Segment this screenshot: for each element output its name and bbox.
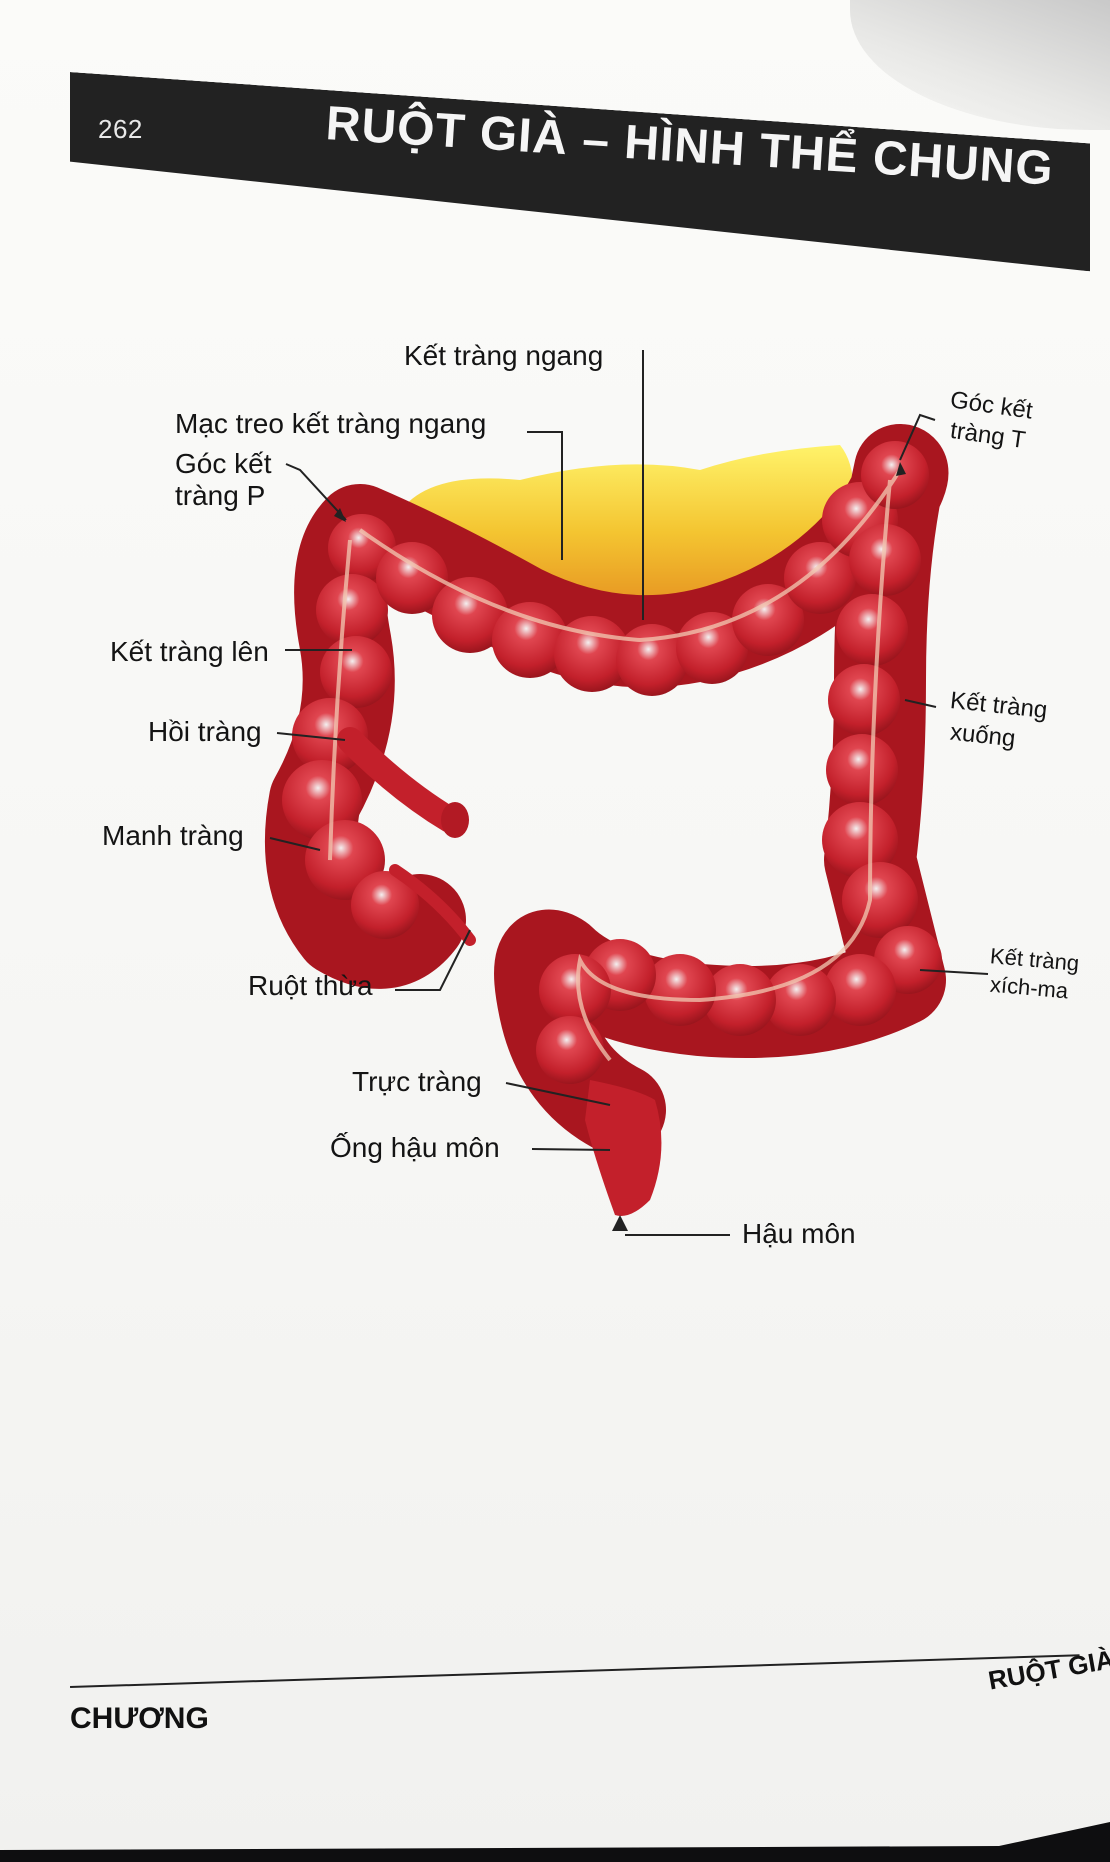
label-ascending-colon: Kết tràng lên	[110, 636, 269, 667]
label-appendix: Ruột thừa	[248, 970, 373, 1001]
taenia-coli	[328, 468, 902, 1062]
label-transverse-mesocolon: Mạc treo kết tràng ngang	[175, 408, 487, 439]
haustra	[282, 441, 942, 1084]
label-rectum: Trực tràng	[352, 1066, 482, 1097]
label-right-flexure-2: tràng P	[175, 480, 266, 511]
rectum-shape	[585, 1080, 662, 1216]
label-anal-canal: Ống hậu môn	[330, 1132, 500, 1163]
ileum-end	[441, 802, 469, 838]
appendix-shape	[389, 864, 476, 946]
label-ileum: Hồi tràng	[148, 716, 262, 747]
label-right-flexure-1: Góc kết	[175, 448, 272, 479]
page-number: 262	[98, 114, 143, 144]
footer-chapter: CHƯƠNG	[70, 1702, 209, 1735]
ileum-shape	[337, 727, 463, 833]
label-transverse-colon: Kết tràng ngang	[404, 340, 604, 371]
leader-arrows	[334, 462, 906, 1231]
label-anus: Hậu môn	[742, 1218, 856, 1249]
leader-lines	[269, 350, 989, 1236]
label-cecum: Manh tràng	[102, 820, 244, 851]
